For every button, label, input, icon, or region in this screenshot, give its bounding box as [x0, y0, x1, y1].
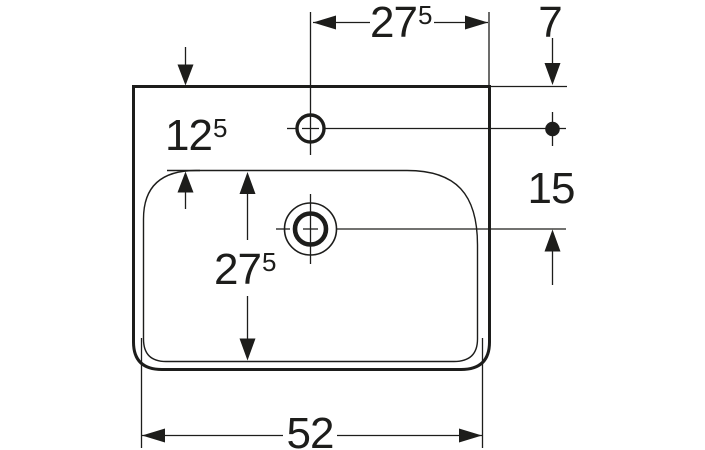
dimension-value: 12	[165, 111, 213, 160]
arrowhead-left-icon	[142, 428, 165, 443]
dimension-superscript: 5	[212, 113, 227, 143]
dimension-superscript: 5	[417, 0, 432, 30]
arrowhead-down-icon	[544, 63, 561, 85]
arrowhead-right-icon	[459, 428, 482, 443]
dimension-value: 27	[370, 0, 418, 47]
dimension-label-top-edge-to-tap-axis: 7	[538, 0, 563, 47]
outer-outline	[132, 85, 567, 371]
dimension-label-basin-inner-depth: 275	[214, 248, 276, 292]
dimension-top-edge-to-tap-axis	[544, 38, 561, 146]
dimension-label-tap-axis-to-right-edge: 275	[370, 1, 432, 45]
arrowhead-up-icon	[544, 229, 561, 252]
dimension-value: 7	[538, 0, 563, 47]
arrowhead-up-icon	[177, 171, 194, 193]
dimension-overall-width	[140, 338, 484, 448]
dimension-tap-axis-to-drain-axis	[544, 229, 561, 285]
dimension-label-top-edge-to-basin-rim: 125	[165, 114, 227, 158]
drain-hole	[276, 194, 566, 264]
dimension-label-overall-width: 52	[286, 409, 335, 450]
dimension-value: 52	[286, 409, 335, 450]
dimension-value: 27	[214, 245, 262, 294]
arrowhead-left-icon	[313, 15, 336, 30]
dimension-tap-axis-to-right-edge	[313, 12, 490, 86]
dimension-basin-inner-depth	[239, 172, 256, 361]
dimension-superscript: 5	[261, 247, 276, 277]
dimension-value: 15	[527, 164, 576, 213]
dimension-label-tap-axis-to-drain-axis: 15	[527, 164, 576, 213]
inner-basin-outline	[142, 169, 479, 363]
arrowhead-down-icon	[239, 338, 256, 361]
tap-hole	[287, 12, 566, 155]
arrowhead-down-icon	[177, 64, 194, 86]
arrowhead-up-icon	[239, 172, 256, 194]
dimension-top-edge-to-basin-rim	[177, 47, 194, 209]
arrowhead-right-icon	[465, 15, 488, 30]
